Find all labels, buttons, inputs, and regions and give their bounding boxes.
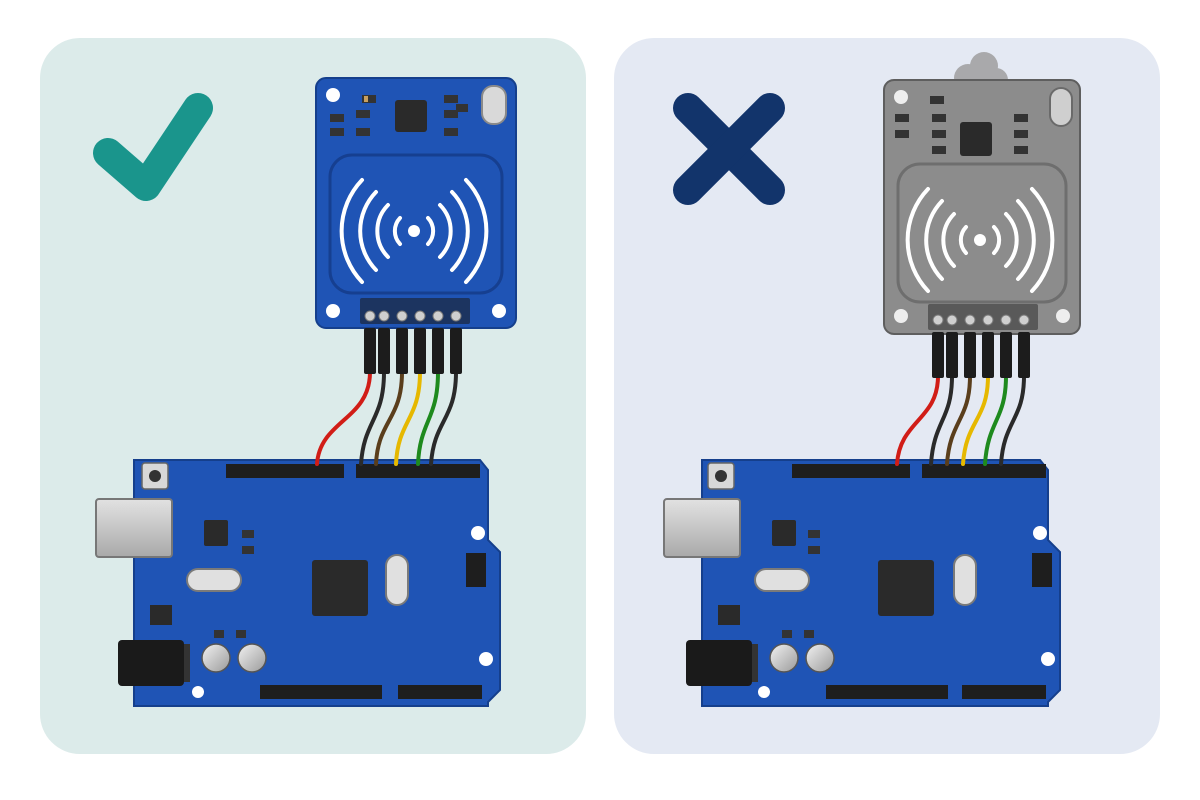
bottom-header-right <box>398 685 482 699</box>
top-header-left <box>226 464 344 478</box>
usb-port <box>663 498 741 558</box>
rfid-wave-icon <box>905 187 1055 293</box>
microcontroller-chip <box>312 560 368 616</box>
power-jack <box>118 640 184 686</box>
bottom-header-right <box>962 685 1046 699</box>
top-header-right <box>356 464 480 478</box>
top-header-left <box>792 464 910 478</box>
cross-mark-icon <box>673 93 785 205</box>
bottom-header-left <box>826 685 948 699</box>
rfid-chip <box>395 100 427 132</box>
microcontroller-chip <box>878 560 934 616</box>
bottom-header-left <box>260 685 382 699</box>
top-header-right <box>922 464 1046 478</box>
power-jack <box>686 640 752 686</box>
capacitor <box>201 643 231 673</box>
rfid-module <box>315 77 517 329</box>
jumper-wires <box>895 314 1030 466</box>
rfid-wave-icon <box>339 178 489 284</box>
arduino-board <box>663 459 1061 707</box>
rfid-module-burnt <box>883 79 1081 335</box>
usb-port <box>95 498 173 558</box>
capacitor <box>237 643 267 673</box>
panel-correct <box>40 38 586 754</box>
capacitor <box>769 643 799 673</box>
arduino-board <box>95 459 501 707</box>
jumper-wires <box>315 310 462 466</box>
check-mark-icon <box>93 93 213 201</box>
panel-incorrect <box>614 38 1160 754</box>
capacitor <box>805 643 835 673</box>
rfid-chip <box>960 122 992 156</box>
